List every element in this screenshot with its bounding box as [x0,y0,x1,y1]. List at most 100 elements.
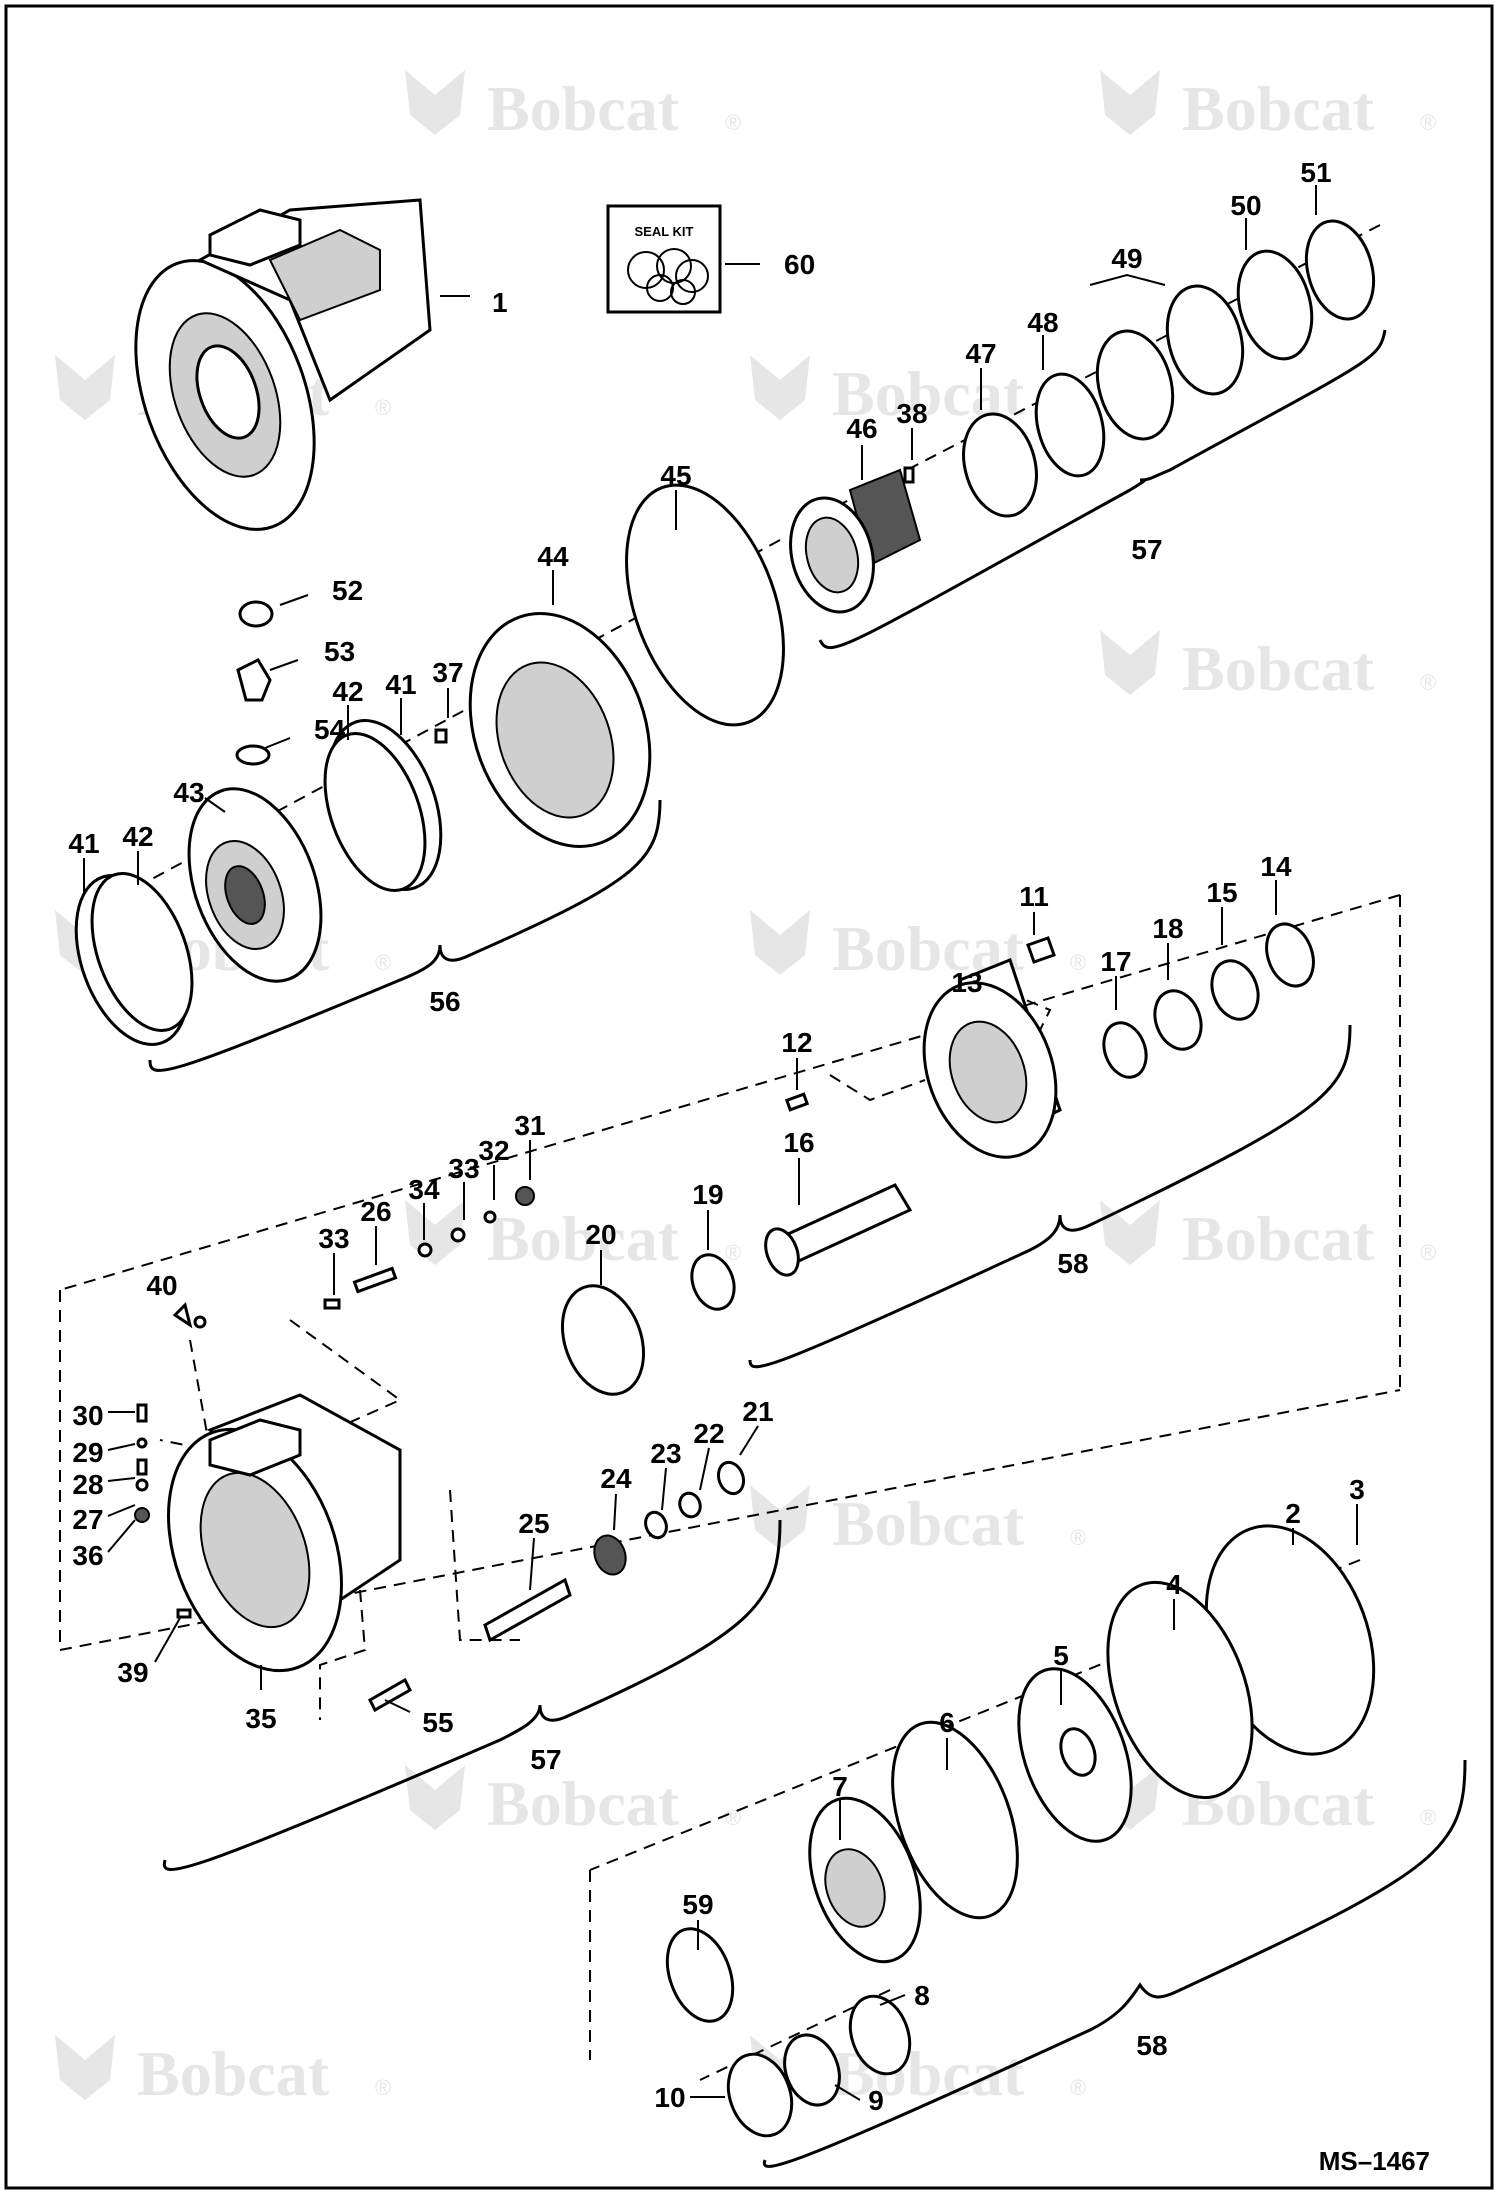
shaft-16 [764,1092,913,1277]
callout-label: 43 [173,777,204,808]
leader-40 [159,1339,212,1452]
callout-label: 1 [492,287,508,318]
callout-label: 14 [1260,851,1292,882]
callout-label: 6 [939,1707,955,1738]
callout-label: 54 [314,714,346,745]
leader-c49 [1089,273,1166,286]
axis-middle [59,894,1401,1291]
callout-label: 24 [600,1463,632,1494]
watermark: Bobcat® [1100,70,1436,144]
leader-c23 [661,1467,667,1511]
callout-label: 46 [846,413,877,444]
watermark: Bobcat® [405,70,741,144]
callout-label: 11 [1019,881,1049,912]
bracket-58-mid [748,1024,1352,1369]
watermark-brand: Bobcat [487,1203,680,1274]
o-ring-45 [625,483,785,727]
callout-label: 3 [1349,1474,1365,1505]
leader-c39 [154,1617,181,1663]
main-housing-35 [167,1393,402,1673]
valve-spool-21-25 [483,1460,746,1643]
watermark-registered: ® [375,395,391,420]
leader-c29 [107,1443,136,1451]
callout-label: 17 [1100,946,1131,977]
callout-label: 59 [682,1889,713,1920]
callout-label: 20 [585,1219,616,1250]
watermark: Bobcat® [1100,1200,1436,1274]
bobcat-logo-icon [1100,1200,1160,1265]
callout-label: 53 [324,636,355,667]
watermark-brand: Bobcat [1182,1203,1375,1274]
watermark-registered: ® [1070,1525,1086,1550]
callout-label: 8 [914,1980,930,2011]
watermark: Bobcat ® [405,1765,741,1839]
callout-label: 33 [448,1153,479,1184]
stator-44 [468,612,652,848]
watermark-brand: Bobcat [487,1768,680,1839]
callout-label: 5 [1053,1640,1069,1671]
drawing-code: MS–1467 [1319,2146,1430,2176]
seal-rings-14-18 [1102,922,1315,1079]
callout-label: 39 [117,1657,148,1688]
callout-label: 58 [1136,2030,1167,2061]
callout-label: 21 [742,1396,773,1427]
leader-c36 [107,1519,136,1553]
callout-label: 2 [1285,1498,1301,1529]
watermark-registered: ® [1070,2075,1086,2100]
seal-kit: SEAL KIT [606,204,722,314]
leader-c53 [269,659,299,671]
seal-rings-47-51 [962,219,1376,518]
bobcat-logo-icon [1100,70,1160,135]
callout-label: 25 [518,1508,549,1539]
callout-label: 41 [68,828,99,859]
housing-13 [922,936,1062,1159]
manifold-43 [187,787,323,983]
assembly-brackets [148,329,1467,2168]
watermark-brand: Bobcat [1182,633,1375,704]
callout-label: 12 [781,1027,812,1058]
motor-assembly [134,198,432,531]
axis-bottom-lower [699,1989,891,2081]
watermark-registered: ® [1070,950,1086,975]
bottom-group [665,1524,1376,2138]
bracket-56 [148,799,662,1072]
callout-label: 29 [72,1437,103,1468]
watermark-registered: ® [725,1240,741,1265]
callout-label: 50 [1230,190,1261,221]
callout-label: 41 [385,669,416,700]
callout-label: 45 [660,460,691,491]
callout-label: 18 [1152,913,1183,944]
bobcat-logo-icon [55,2035,115,2100]
diagram-border [4,4,1494,2190]
bobcat-logo-icon [405,1765,465,1830]
watermark-brand: Bobcat [487,73,680,144]
leader-c55 [384,1699,411,1713]
callout-label: 42 [332,676,363,707]
leader-55 [319,1589,367,1720]
watermark: Bobcat® [1100,630,1436,704]
leader-25 [449,1489,520,1641]
callout-label: 33 [318,1223,349,1254]
callout-label: 32 [478,1135,509,1166]
bobcat-logo-icon [1100,630,1160,695]
watermark-registered: ® [725,1805,741,1830]
callout-label: 15 [1206,877,1237,908]
callout-label: 56 [429,986,460,1017]
callout-label: 47 [965,338,996,369]
axis-bottom-upper [589,1559,1361,1871]
callout-label: 60 [784,249,815,280]
watermark-brand: Bobcat [137,2038,330,2109]
callout-label: 23 [650,1438,681,1469]
leader-c27 [107,1504,136,1517]
callout-label: 30 [72,1400,103,1431]
leader-12 [829,1074,926,1102]
leader-c21 [739,1425,759,1456]
leader-c25 [529,1537,535,1591]
callout-label: 27 [72,1504,103,1535]
leader-c52 [279,594,309,606]
callout-label: 38 [896,398,927,429]
ring-42-left [90,871,194,1033]
